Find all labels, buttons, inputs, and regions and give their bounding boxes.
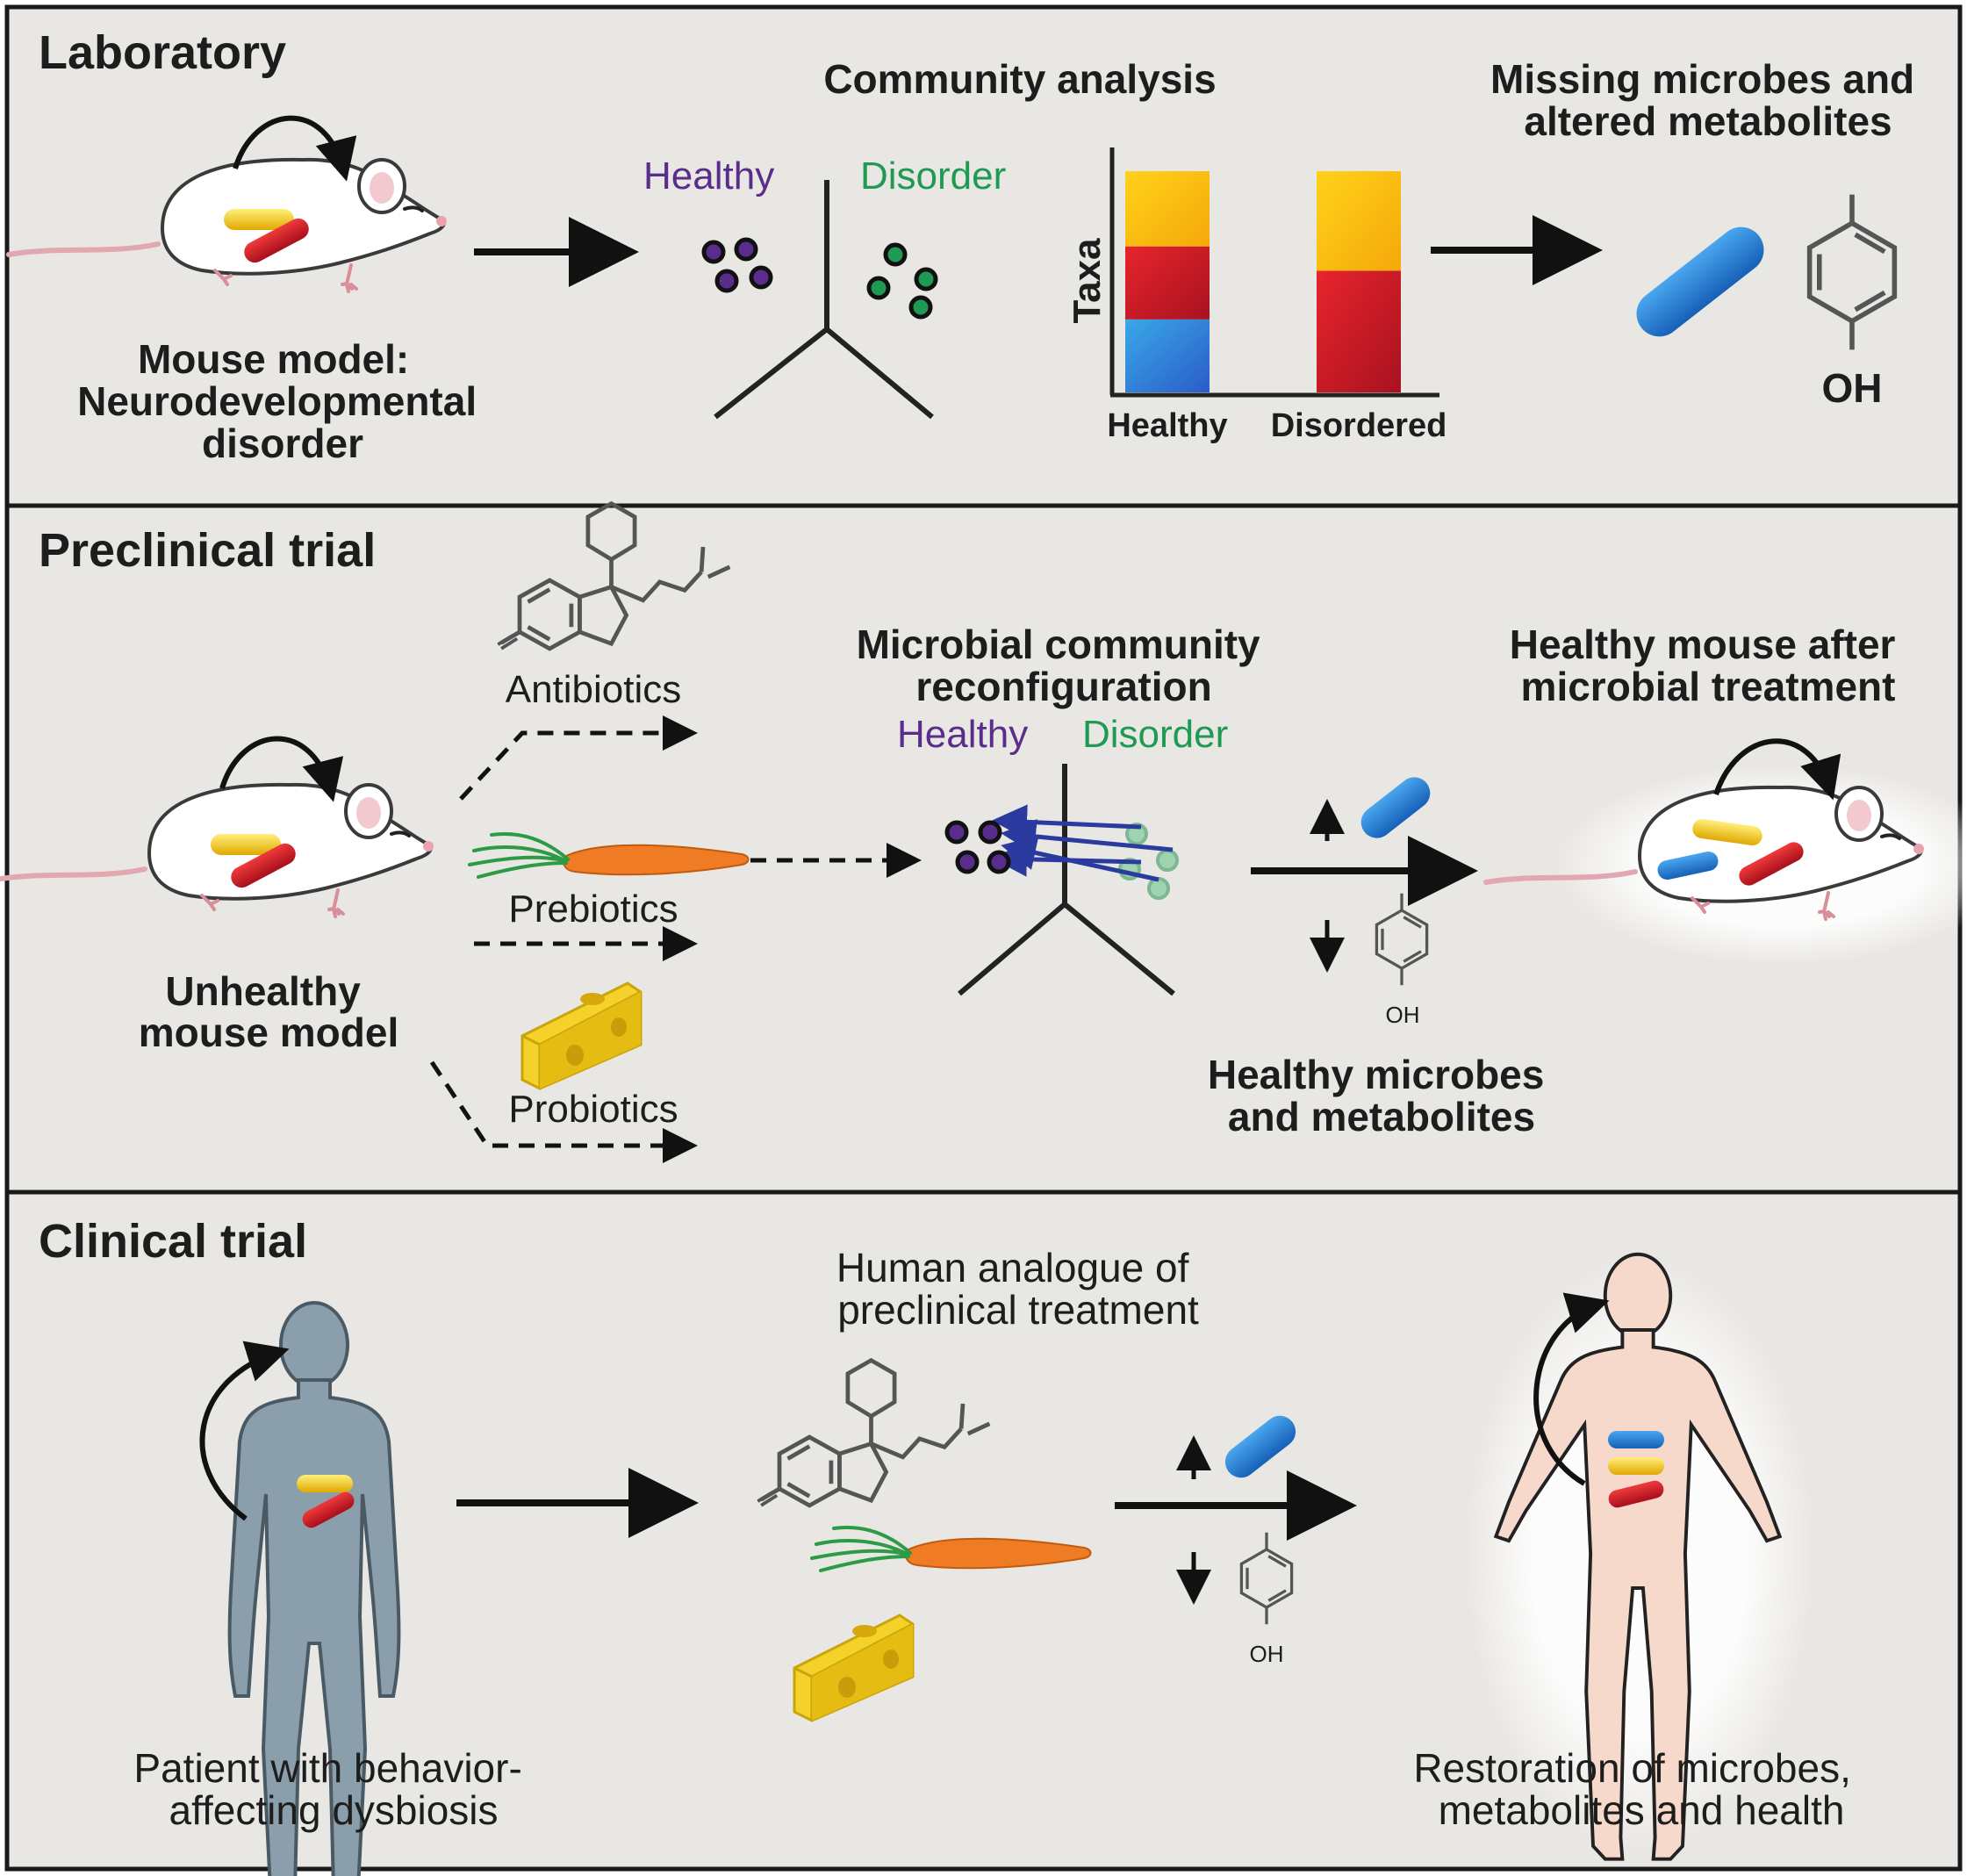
curved-arrow-icon — [233, 115, 357, 182]
pca-axes — [958, 764, 1175, 996]
healthy-mouse-title: Healthy mouse after microbial treatment — [1510, 622, 1906, 709]
antibiotics-label: Antibiotics — [506, 668, 682, 711]
restoration-caption: Restoration of microbes, metabolites and… — [1413, 1745, 1862, 1833]
community-title: Community analysis — [823, 56, 1216, 102]
bar-segment-healthy-3 — [1125, 171, 1210, 247]
mouse-icon — [9, 160, 447, 291]
bacterium-icon — [302, 1491, 355, 1528]
bar-xlabel-healthy: Healthy — [1107, 407, 1227, 444]
bacterium-icon — [1224, 1415, 1296, 1478]
dashed-arrow-antibiotics — [459, 715, 698, 801]
healthy-label: Healthy — [643, 155, 774, 198]
healthy-cluster — [944, 820, 1011, 874]
bacterium-icon — [1608, 1480, 1664, 1508]
bacterium-icon — [1636, 226, 1764, 337]
bar-segment-healthy-1 — [1125, 319, 1210, 392]
taxa-bar-chart: Taxa Healthy Disordered — [1066, 147, 1447, 444]
disorder-cluster — [866, 242, 938, 320]
panel-title: Preclinical trial — [39, 524, 376, 577]
curved-arrow-icon — [219, 736, 344, 802]
analogue-title: Human analogue of preclinical treatment — [836, 1245, 1200, 1333]
panel-title: Clinical trial — [39, 1215, 307, 1268]
dashed-arrow-probiotics — [429, 1060, 698, 1163]
panel-clinical: Clinical trial Patient with behavior- af… — [4, 1190, 1963, 1876]
unhealthy-mouse-caption: Unhealthy mouse model — [139, 968, 399, 1055]
reconfig-title: Microbial community reconfiguration — [857, 622, 1272, 709]
curved-arrow-icon — [1713, 738, 1841, 801]
outcome-caption: Healthy microbes and metabolites — [1208, 1052, 1555, 1139]
mouse-icon — [1486, 787, 1924, 919]
bar-segment-disordered-3 — [1317, 171, 1401, 271]
probiotics-label: Probiotics — [508, 1088, 678, 1131]
disorder-label: Disorder — [860, 155, 1006, 198]
curved-arrow-icon — [199, 1341, 290, 1521]
panel-title: Laboratory — [39, 26, 286, 79]
mouse-icon — [0, 785, 434, 916]
oh-label: OH — [1386, 1002, 1420, 1028]
pca-axes — [714, 180, 934, 420]
bar-segment-healthy-2 — [1125, 246, 1210, 320]
healthy-cluster — [701, 237, 773, 293]
bacterium-icon — [1608, 1457, 1664, 1475]
panel-laboratory: Laboratory Mouse model: Neurodevelopment… — [4, 4, 1963, 508]
bar-ylabel: Taxa — [1066, 238, 1109, 324]
bacterium-icon — [297, 1475, 353, 1492]
bacterium-icon — [1360, 777, 1431, 838]
missing-title: Missing microbes and altered metabolites — [1490, 56, 1926, 144]
shift-arrows — [992, 804, 1174, 882]
bacterium-icon — [1608, 1431, 1664, 1448]
patient-caption: Patient with behavior- affecting dysbios… — [133, 1745, 533, 1833]
prebiotics-label: Prebiotics — [508, 888, 678, 931]
mouse-caption: Mouse model: Neurodevelopmental disorder — [77, 336, 488, 466]
panel-preclinical: Preclinical trial Unhealthy mouse model … — [0, 504, 1967, 1195]
oh-label: OH — [1822, 365, 1883, 411]
healthy-label: Healthy — [897, 713, 1028, 756]
oh-label: OH — [1250, 1641, 1284, 1667]
disorder-label: Disorder — [1082, 713, 1228, 756]
bar-xlabel-disordered: Disordered — [1271, 407, 1447, 444]
curved-arrow-icon — [1533, 1292, 1610, 1486]
bar-segment-disordered-2 — [1317, 270, 1401, 392]
